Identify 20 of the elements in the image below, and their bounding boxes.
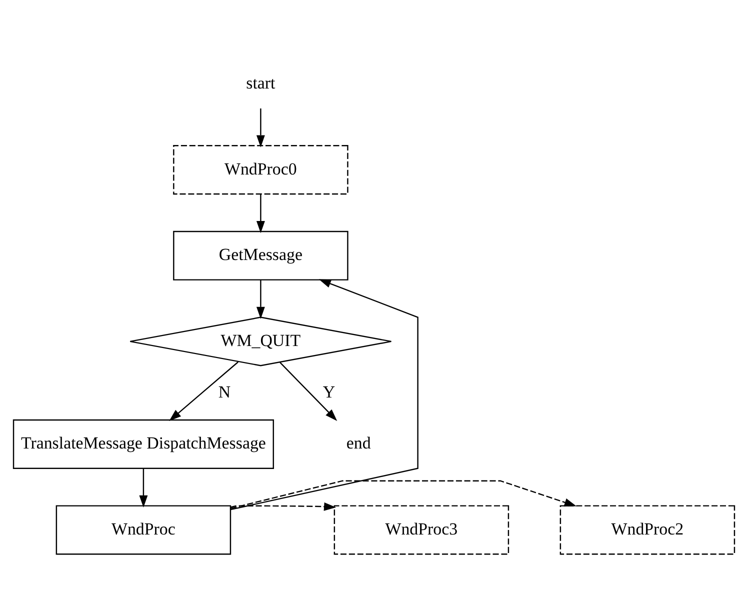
arrow	[256, 108, 265, 148]
node-box: WndProc	[56, 505, 232, 555]
edge-label: N	[218, 382, 231, 402]
edge-label: Y	[322, 382, 336, 402]
arrow	[230, 279, 418, 510]
node-text: start	[246, 73, 276, 92]
arrow	[230, 502, 336, 511]
node-box: GetMessage	[173, 230, 348, 280]
node-box: TranslateMessage DispatchMessage	[12, 419, 274, 469]
arrow	[139, 468, 148, 508]
arrow	[230, 480, 577, 510]
node-box: WndProc2	[560, 505, 736, 555]
arrow	[280, 362, 338, 421]
node-diamond: WM_QUIT	[130, 316, 392, 366]
arrow	[256, 194, 265, 234]
node-box: WndProc0	[173, 145, 348, 195]
arrow	[169, 362, 238, 421]
node-box: WndProc3	[334, 505, 510, 555]
node-text: end	[346, 434, 371, 453]
arrow	[256, 280, 265, 319]
